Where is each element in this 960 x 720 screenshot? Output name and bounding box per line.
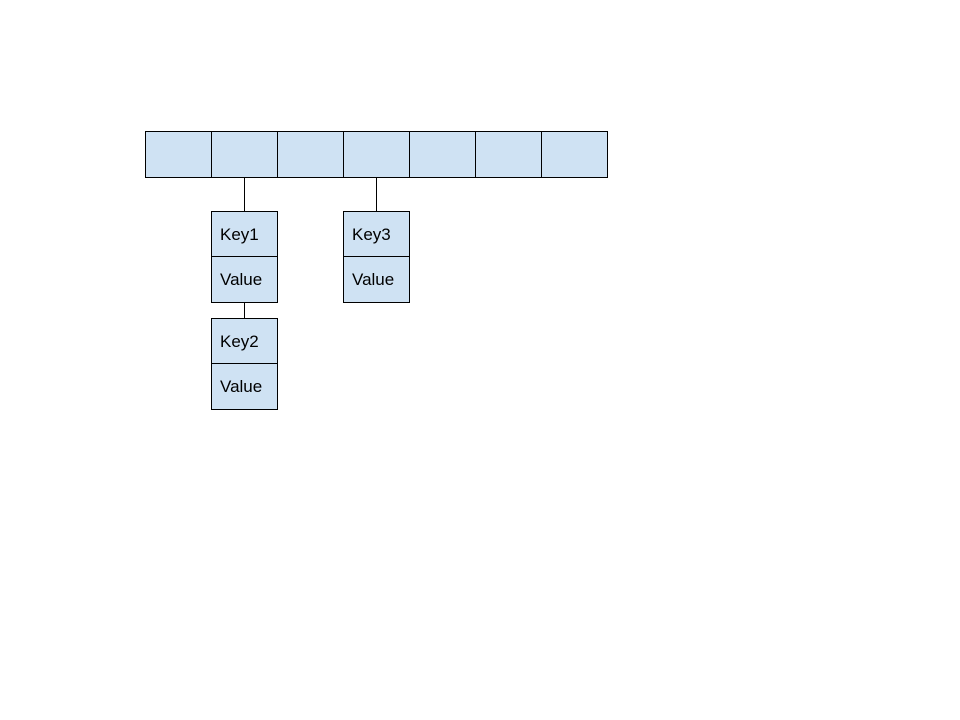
bucket-slot [211,131,278,178]
bucket-slot [409,131,476,178]
bucket-slot [145,131,212,178]
chain-connector [244,303,245,318]
entry-key: Key3 [344,212,409,257]
bucket-slot [541,131,608,178]
entry-value: Value [220,377,263,396]
entry-value: Value [352,270,395,289]
bucket-slot [277,131,344,178]
entry-value: Value [220,270,263,289]
entry-key: Key1 [212,212,277,257]
chain-connector [244,178,245,211]
bucket-slot [475,131,542,178]
entry-key: Key2 [212,319,277,364]
chain-connector [376,178,377,211]
bucket-slot [343,131,410,178]
